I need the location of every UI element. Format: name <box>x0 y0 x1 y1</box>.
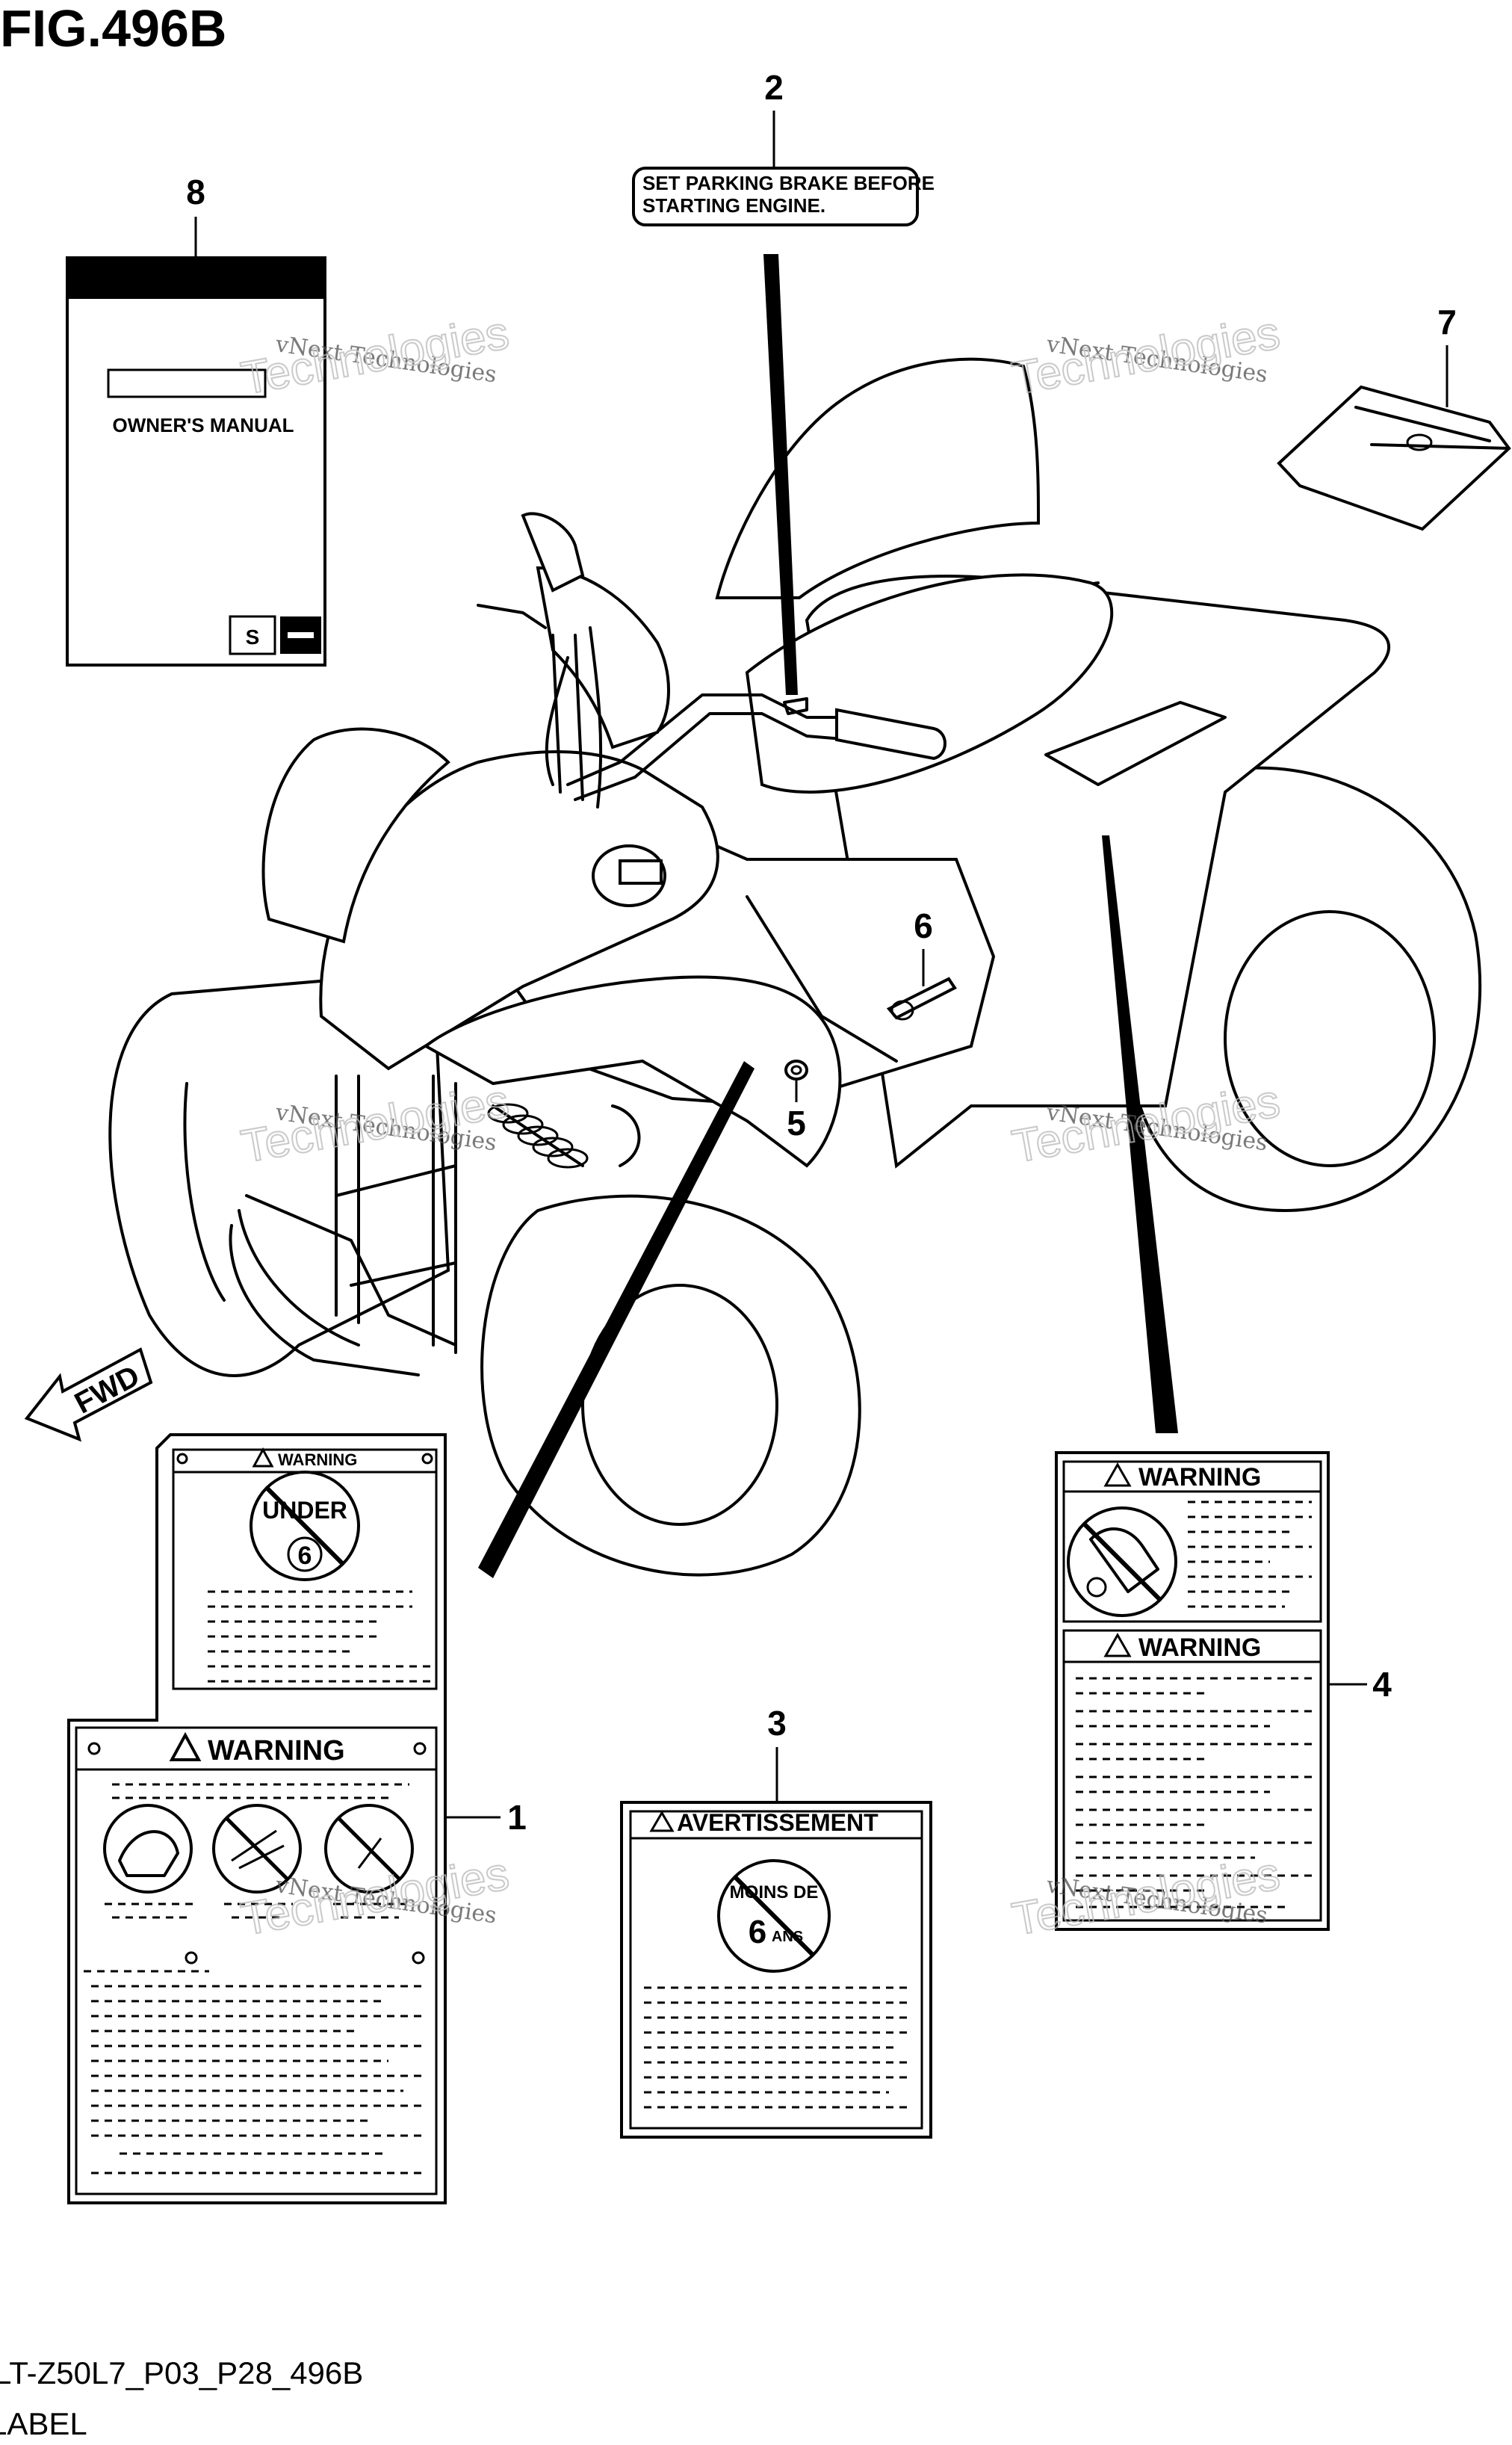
warning-heading-4a: WARNING <box>1138 1463 1261 1492</box>
owners-manual <box>66 256 326 667</box>
callout-2: 2 SET PARKING BRAKE BEFORE STARTING ENGI… <box>632 68 935 695</box>
callout-3: 3 AVERTISSEMENT MOINS DE 6 ANS <box>620 1704 932 2139</box>
callout-7: 7 <box>1277 303 1511 531</box>
atv-drawing <box>108 357 1482 1577</box>
parking-line-1: SET PARKING BRAKE BEFORE <box>642 172 935 194</box>
parking-brake-label <box>632 167 919 226</box>
leader-label-4 <box>1102 835 1178 1433</box>
fwd-arrow-icon: FWD <box>24 1347 153 1442</box>
warning-triangle-icon <box>252 1447 274 1468</box>
callout-1: WARNING UNDER 6 WARNING <box>67 1433 527 2204</box>
warning-heading-small: WARNING <box>278 1450 357 1469</box>
leader-label-1 <box>478 1061 755 1578</box>
no-passenger-icon <box>212 1804 302 1894</box>
warning-heading-4b: WARNING <box>1138 1633 1261 1662</box>
svg-text:ANS: ANS <box>772 1929 803 1945</box>
svg-text:6: 6 <box>749 1914 766 1950</box>
no-alcohol-icon <box>324 1804 414 1894</box>
callout-number: 5 <box>787 1104 806 1143</box>
callout-number: 2 <box>764 68 784 107</box>
callout-4: WARNING WARNING 4 <box>1055 1451 1392 1931</box>
warning-heading-1: WARNING <box>208 1735 345 1766</box>
callout-number: 7 <box>1437 303 1457 341</box>
front-spring <box>487 1103 589 1169</box>
callout-number: 1 <box>507 1798 527 1837</box>
manual-title: OWNER'S MANUAL <box>112 414 294 436</box>
rider-icon <box>103 1804 193 1894</box>
callout-6: 6 <box>886 906 957 1021</box>
avertissement-heading: AVERTISSEMENT <box>677 1809 879 1836</box>
parking-line-2: STARTING ENGINE. <box>642 194 825 217</box>
warning-triangle-icon <box>169 1731 202 1761</box>
suzuki-logo-icon: S <box>246 625 260 649</box>
callout-number: 8 <box>186 173 205 211</box>
figure-code: LT-Z50L7_P03_P28_496B <box>0 2355 363 2390</box>
moins-6-icon <box>717 1859 831 1973</box>
warning-label-1 <box>67 1433 447 2204</box>
warning-triangle-icon <box>1103 1462 1132 1487</box>
figure-title: FIG.496B <box>0 0 226 58</box>
callout-number: 3 <box>767 1704 787 1743</box>
tool-pouch <box>1277 385 1511 531</box>
callout-5: 5 <box>784 1060 808 1143</box>
section-name: LABEL <box>0 2406 87 2441</box>
callout-number: 4 <box>1372 1665 1392 1704</box>
svg-text:Technologies: Technologies <box>1008 307 1283 405</box>
callout-number: 6 <box>914 906 933 945</box>
svg-text:6: 6 <box>298 1542 312 1570</box>
callout-8: 8 OWNER'S MANUAL S <box>66 173 326 667</box>
no-tipping-icon <box>1067 1506 1177 1617</box>
warning-triangle-icon <box>1103 1632 1132 1657</box>
warning-label-4 <box>1055 1451 1330 1931</box>
svg-text:UNDER: UNDER <box>262 1497 347 1524</box>
under-6-icon <box>250 1471 360 1581</box>
warning-triangle-icon <box>649 1811 675 1832</box>
